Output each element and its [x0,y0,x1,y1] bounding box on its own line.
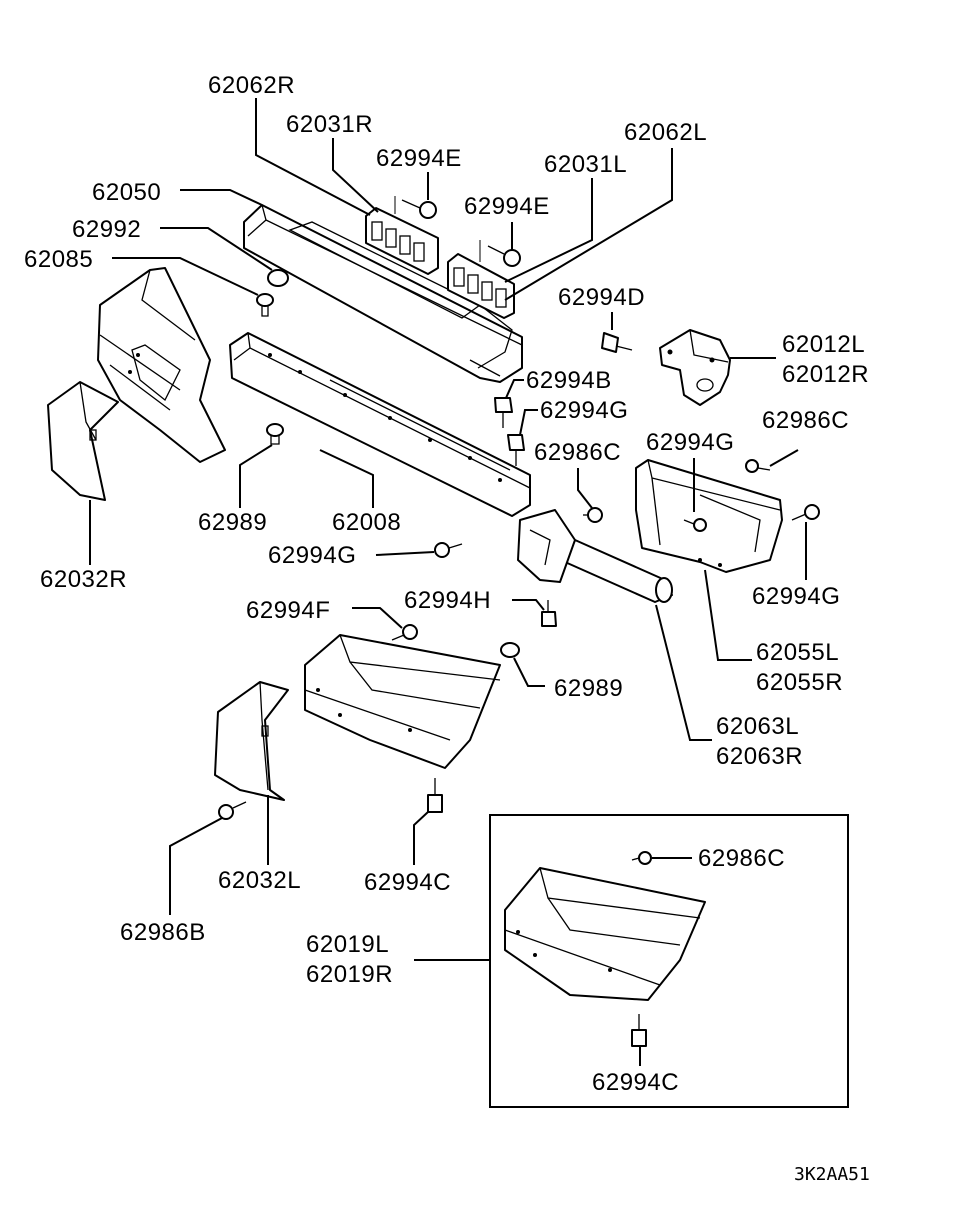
bolt-62994C-b [631,1014,647,1047]
label-62994G-b: 62994G [646,429,734,456]
label-62012R: 62012R [782,361,869,388]
label-62032L: 62032L [218,867,301,894]
label-62032R: 62032R [40,566,127,593]
label-62055R: 62055R [756,669,843,696]
bolt-62994E-b [479,240,521,267]
label-62994G-c: 62994G [268,542,356,569]
label-62085: 62085 [24,246,93,273]
leader-lines [89,98,807,1066]
label-62062R: 62062R [208,72,295,99]
part-62031L-stay [447,253,515,319]
label-62986C-a: 62986C [534,439,621,466]
bolt-62994G-b [683,518,707,532]
label-62994B: 62994B [526,367,612,394]
label-62062L: 62062L [624,119,707,146]
nut-62986C-c [631,851,652,865]
nut-62986C-b [745,459,771,473]
label-62050: 62050 [92,179,161,206]
bolt-62994B [494,397,513,428]
label-62994G-d: 62994G [752,583,840,610]
part-bumper-end-right [97,267,226,463]
label-62031R: 62031R [286,111,373,138]
label-62994G-a: 62994G [540,397,628,424]
label-62063R: 62063R [716,743,803,770]
label-62012L: 62012L [782,331,865,358]
label-62019L: 62019L [306,931,389,958]
part-62032R-side-cover [47,381,119,501]
label-62063L: 62063L [716,713,799,740]
label-62055L: 62055L [756,639,839,666]
label-62994F: 62994F [246,597,330,624]
label-62008: 62008 [332,509,401,536]
part-62063-tube [517,509,673,603]
label-62986C-c: 62986C [698,845,785,872]
part-62055-side-bracket [635,459,783,573]
bolt-62994G-c [434,542,463,558]
diagram-code: 3K2AA51 [794,1164,870,1185]
label-62986B: 62986B [120,919,206,946]
label-62989-b: 62989 [554,675,623,702]
part-bumper-end-left [304,634,501,769]
label-62994C-b: 62994C [592,1069,679,1096]
part-labels: 62062R 62031R 62994E 62062L 62031L 62994… [24,72,870,1185]
label-62019R: 62019R [306,961,393,988]
clip-62989-a [266,423,284,445]
part-62019-bumper-end [504,867,706,1001]
label-62994C-a: 62994C [364,869,451,896]
label-62031L: 62031L [544,151,627,178]
label-62994E-a: 62994E [376,145,462,172]
label-62994D: 62994D [558,284,645,311]
bolt-62994C-a [427,778,443,813]
bolt-62994E-a [394,196,437,219]
part-62012-bracket [659,329,731,406]
clip-62989-b [500,642,520,658]
clip-62992 [267,269,289,287]
bolt-62994H [541,600,557,627]
fastener-62085 [256,293,274,317]
label-62992: 62992 [72,216,141,243]
bolt-62994D [601,332,633,353]
part-62032L-side-cover [214,681,289,801]
label-62986C-b: 62986C [762,407,849,434]
label-62989-a: 62989 [198,509,267,536]
bolt-62994G-a [507,434,525,466]
label-62994E-b: 62994E [464,193,550,220]
label-62994H: 62994H [404,587,491,614]
bolt-62994G-d [791,504,820,521]
bolt-62994F [391,624,418,641]
nut-62986C-a [583,507,603,523]
screw-62986B [218,801,247,820]
part-62031R-stay [365,207,439,275]
part-62008-reinforcement [229,332,531,517]
